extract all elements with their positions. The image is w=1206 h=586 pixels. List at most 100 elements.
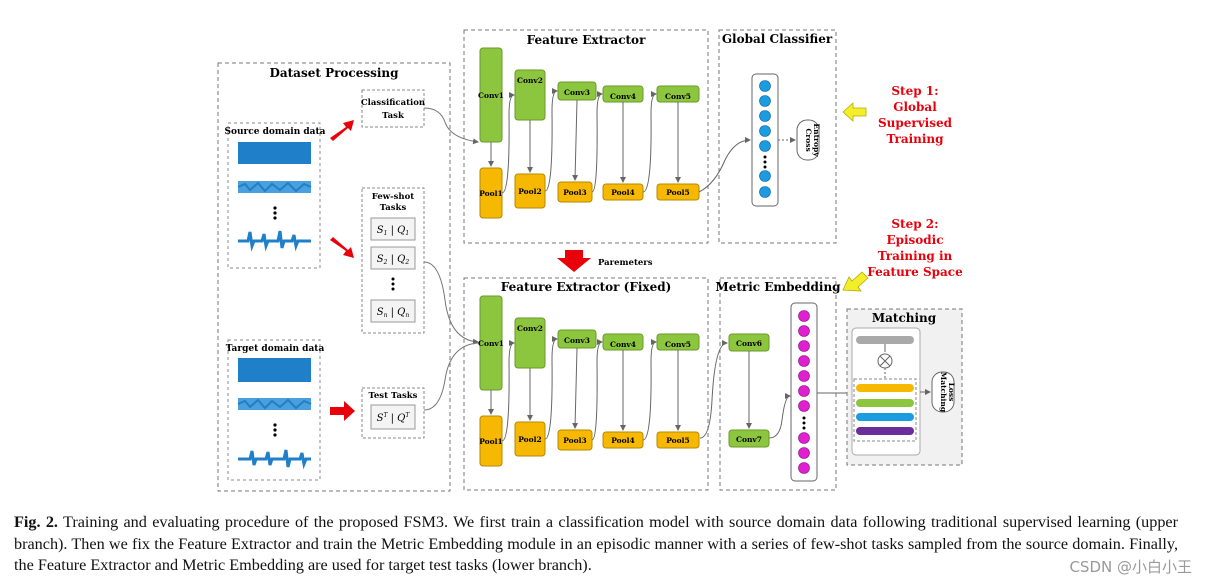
classifier-node (759, 95, 771, 107)
dataset-processing-title: Dataset Processing (269, 66, 399, 80)
classification-task-box (361, 89, 425, 128)
task-st-qt (370, 404, 416, 430)
matching-loss-box (931, 371, 955, 413)
parameters-label: Paremeters (598, 258, 653, 268)
top-conv2-label: Conv2 (517, 76, 543, 85)
feature-extractor-fixed-box (463, 277, 709, 491)
target-domain-box (227, 339, 321, 481)
svg-text:Sn | Qn: Sn | Qn (377, 307, 410, 319)
cross-entropy-line1: Cross (804, 128, 813, 151)
support-bar-blue (856, 413, 914, 421)
task-sn-qn (370, 299, 416, 323)
svg-text:Step 1:: Step 1: (891, 84, 938, 98)
fsm3-diagram: Dataset Processing Source domain data Ta… (217, 29, 963, 492)
matching-title: Matching (872, 311, 937, 325)
embedding-node (798, 447, 810, 459)
source-domain-label: Source domain data (225, 127, 326, 137)
embedding-node (798, 400, 810, 412)
support-bar-orange (856, 384, 914, 392)
top-pool1-label: Pool1 (479, 189, 503, 198)
svg-text:Episodic: Episodic (886, 233, 943, 247)
query-bar (856, 336, 914, 344)
cross-entropy-box (796, 119, 820, 161)
fixed-pool4-label: Pool4 (611, 436, 635, 445)
support-bar-purple (856, 427, 914, 435)
target-signals (237, 358, 312, 470)
embedding-node (798, 340, 810, 352)
embedding-node (798, 432, 810, 444)
task-s2-q2 (370, 246, 416, 270)
classification-task-line2: Task (382, 111, 405, 121)
embedding-node (798, 385, 810, 397)
embedding-node (798, 355, 810, 367)
support-bar-green (856, 399, 914, 407)
classifier-node (759, 140, 771, 152)
source-domain-box (227, 122, 321, 269)
fixed-conv4-label: Conv4 (610, 340, 636, 349)
conv7-label: Conv7 (736, 435, 762, 444)
svg-text:Feature Space: Feature Space (867, 265, 963, 279)
svg-text:Supervised: Supervised (878, 116, 953, 130)
red-arrow-to-fewshot (330, 237, 354, 258)
metric-embedding-box (719, 277, 837, 491)
top-pool3-label: Pool3 (563, 188, 587, 197)
top-conv3-label: Conv3 (564, 88, 590, 97)
classifier-node (759, 186, 771, 198)
support-group (853, 378, 917, 442)
embedding-node (798, 325, 810, 337)
svg-text:Global: Global (893, 100, 937, 114)
global-classifier-title: Global Classifier (722, 32, 833, 46)
classifier-node (759, 80, 771, 92)
matching-loss-line1: Matching (939, 372, 948, 413)
classifier-node (759, 125, 771, 137)
step1-yellow-arrow (842, 102, 867, 122)
target-signal-1 (238, 358, 311, 382)
classifier-node-column (751, 73, 779, 207)
fixed-pool3-label: Pool3 (563, 436, 587, 445)
svg-text:Training: Training (886, 132, 944, 146)
svg-text:ST | QT: ST | QT (377, 412, 411, 424)
target-domain-label: Target domain data (226, 344, 325, 354)
top-conv1-label: Conv1 (478, 91, 504, 100)
global-classifier-box (718, 29, 837, 244)
top-conv4-label: Conv4 (610, 92, 636, 101)
fixed-conv2-label: Conv2 (517, 324, 543, 333)
fewshot-tasks-line1: Few-shot (372, 192, 414, 202)
feature-extractor-title: Feature Extractor (527, 33, 646, 47)
fixed-pool1-label: Pool1 (479, 437, 503, 446)
classifier-node (759, 110, 771, 122)
step2-yellow-arrow (842, 271, 869, 292)
svg-text:S1 | Q1: S1 | Q1 (377, 225, 409, 237)
embedding-node (798, 370, 810, 382)
metric-embedding-title: Metric Embedding (715, 280, 841, 294)
top-pool5-label: Pool5 (666, 188, 690, 197)
svg-text:Training in: Training in (878, 249, 953, 263)
source-signals (237, 142, 312, 252)
task-s1-q1 (370, 217, 416, 241)
fixed-conv1-label: Conv1 (478, 339, 504, 348)
fewshot-tasks-line2: Tasks (380, 203, 407, 213)
svg-text:S2 | Q2: S2 | Q2 (377, 254, 410, 266)
top-pool4-label: Pool4 (611, 188, 635, 197)
classifier-node (759, 170, 771, 182)
top-pool2-label: Pool2 (518, 187, 542, 196)
red-arrow-to-classification (330, 120, 354, 141)
figure-caption: Fig. 2. Training and evaluating procedur… (14, 512, 1178, 577)
fixed-pool5-block (656, 431, 700, 449)
parameters-arrow (557, 250, 591, 272)
red-arrow-to-test (330, 401, 355, 421)
fixed-pool2-label: Pool2 (518, 435, 542, 444)
test-tasks-label: Test Tasks (369, 391, 418, 401)
fixed-conv3-label: Conv3 (564, 336, 590, 345)
classifier-nodes (759, 80, 771, 198)
fixed-pool5-label: Pool5 (666, 436, 690, 445)
embedding-nodes (798, 310, 810, 474)
dataset-processing-box (217, 62, 451, 492)
svg-text:Step 2:: Step 2: (891, 217, 938, 231)
caption-figure-label: Fig. 2. (14, 513, 58, 531)
cross-entropy-line2: Entropy (812, 123, 821, 157)
target-signal-3 (238, 449, 311, 470)
source-signal-1 (238, 142, 311, 164)
